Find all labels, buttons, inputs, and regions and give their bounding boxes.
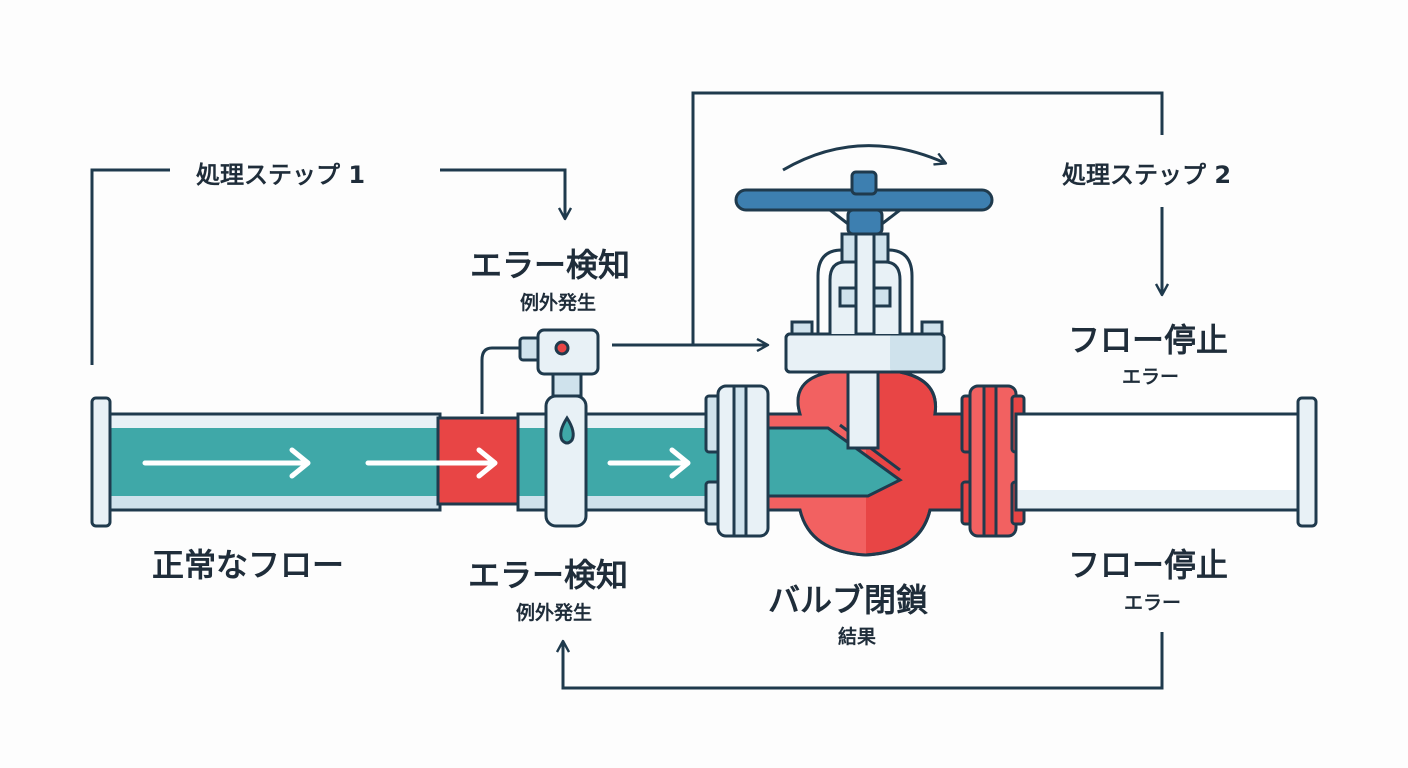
top-error-detect-subtitle: 例外発生	[520, 292, 597, 314]
bottom-error-detect-subtitle: 例外発生	[516, 602, 593, 624]
sensor-indicator-icon	[554, 340, 570, 356]
pipe-right-section	[1014, 396, 1318, 528]
valve-body	[766, 368, 977, 557]
step1-left-line	[90, 168, 170, 365]
bottom-error-detect-title: エラー検知	[468, 556, 629, 594]
step-2-label: 処理ステップ 2	[1062, 161, 1232, 189]
rotation-arrow	[782, 144, 945, 172]
top-loop-line	[691, 91, 1164, 345]
bottom-flow-stop-subtitle: エラー	[1124, 592, 1182, 614]
valve-left-flange	[704, 384, 770, 538]
top-flow-stop-subtitle: エラー	[1122, 366, 1180, 388]
normal-flow-label: 正常なフロー	[152, 546, 345, 584]
valve-closed-subtitle: 結果	[838, 626, 877, 648]
flow-arrow-2	[365, 447, 498, 479]
bottom-flow-stop-title: フロー停止	[1068, 546, 1229, 584]
connector-lines	[90, 91, 1164, 690]
flow-arrow-3	[607, 447, 691, 479]
valve-handwheel	[734, 170, 994, 236]
flow-arrow-1	[142, 447, 311, 479]
step-1-label: 処理ステップ 1	[196, 161, 366, 189]
valve-bonnet	[784, 212, 946, 374]
valve-right-flange	[960, 384, 1026, 538]
valve-closed-title: バルブ閉鎖	[768, 581, 929, 619]
flow-into-valve	[766, 426, 903, 498]
step1-right-line	[440, 168, 565, 218]
top-flow-stop-title: フロー停止	[1068, 321, 1229, 359]
top-error-detect-title: エラー検知	[470, 246, 631, 284]
sensor-device	[480, 328, 600, 528]
droplet-icon	[559, 415, 575, 445]
feedback-loop-line	[563, 632, 1164, 690]
